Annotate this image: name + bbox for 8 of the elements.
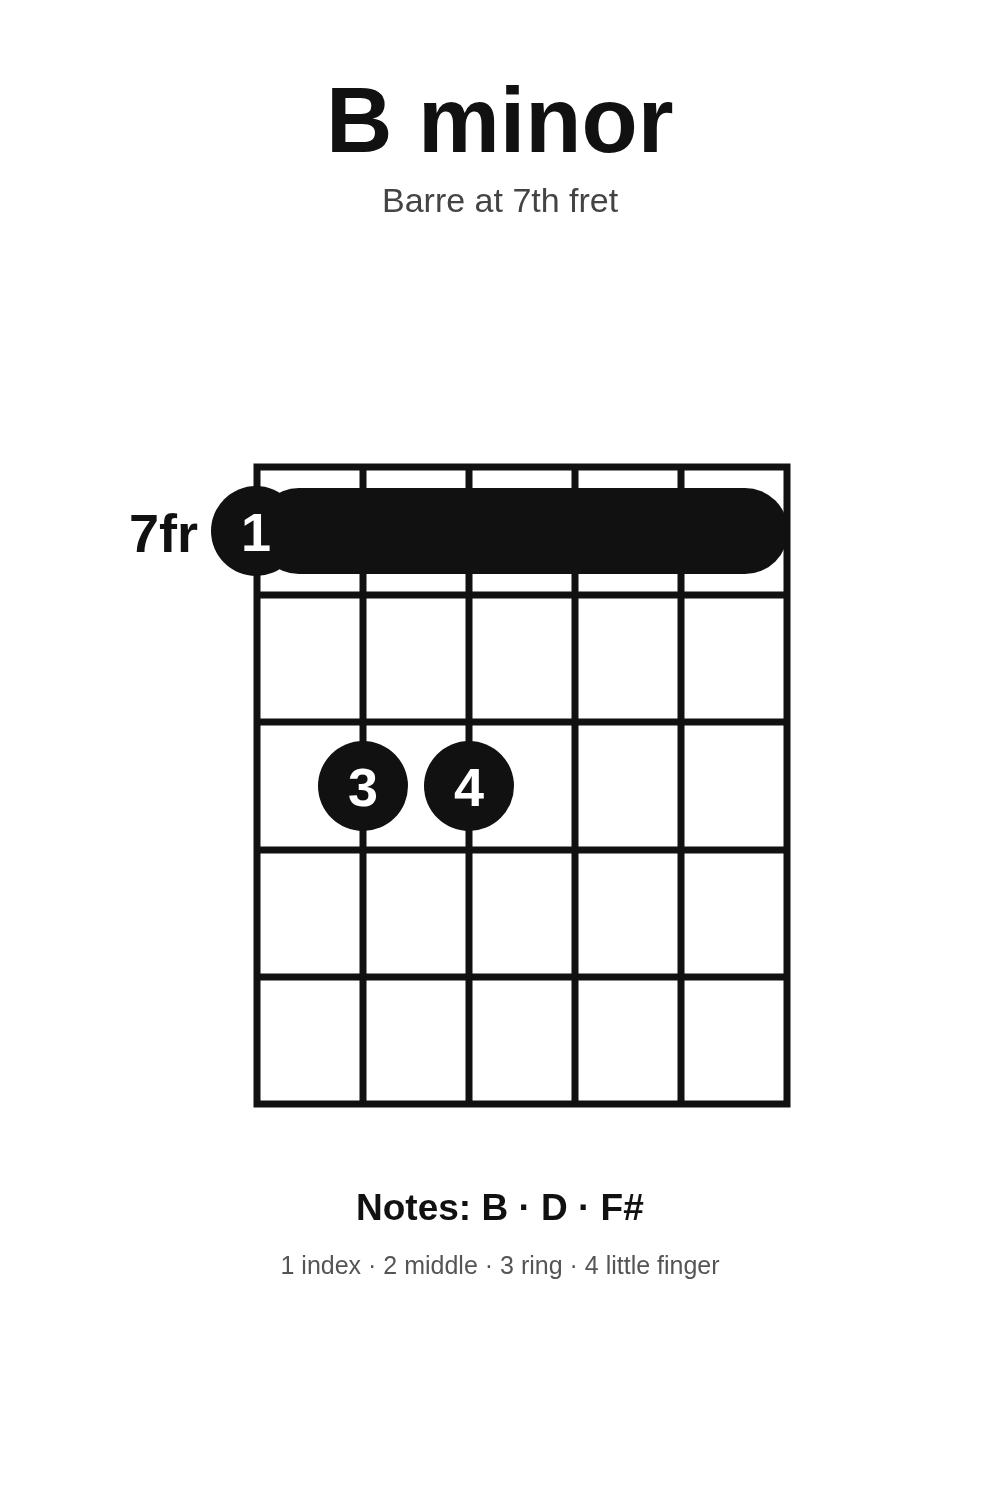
fret-number: 7fr bbox=[129, 503, 199, 564]
chord-subtitle: Barre at 7th fret bbox=[382, 181, 619, 220]
finger-number: 4 bbox=[454, 760, 484, 814]
chord-notes: Notes: B · D · F# bbox=[356, 1186, 644, 1228]
finger-number: 3 bbox=[348, 760, 378, 814]
finger-key-text: 1 index · 2 middle · 3 ring · 4 little finger bbox=[280, 1251, 720, 1279]
finger-number: 1 bbox=[241, 505, 271, 559]
chord-title: B minor bbox=[326, 68, 674, 172]
